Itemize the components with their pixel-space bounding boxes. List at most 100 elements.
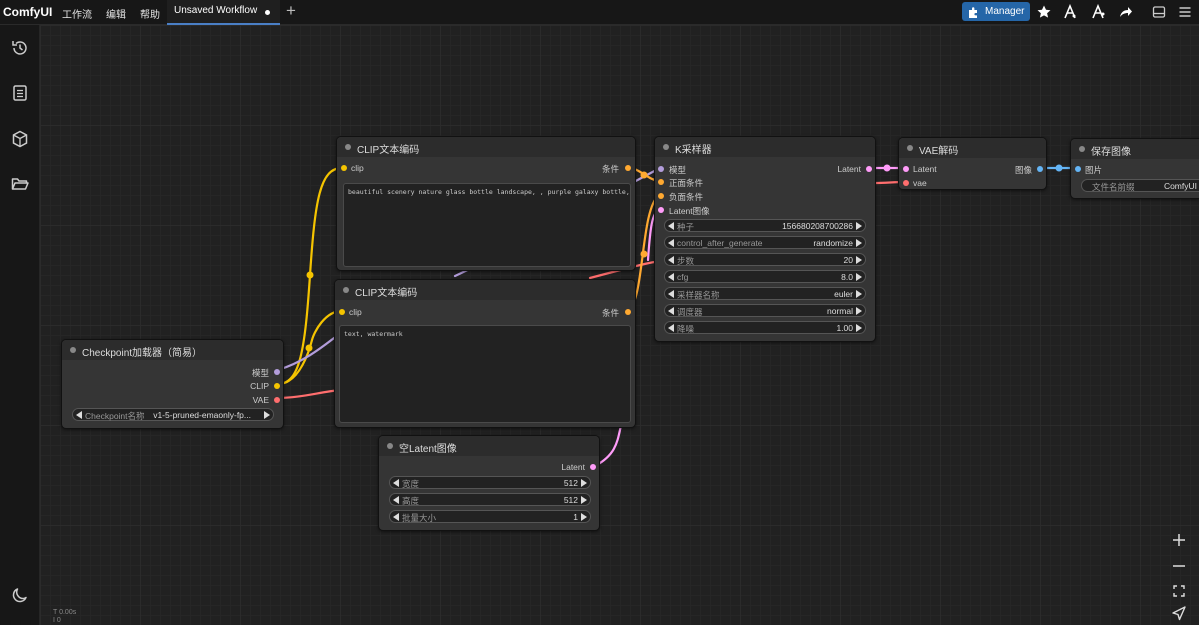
arrow-left-icon[interactable] [668,290,674,298]
input-label-latent: Latent [913,164,937,174]
share-arrow-icon[interactable] [1117,4,1133,20]
prompt-textarea[interactable]: beautiful scenery nature glass bottle la… [343,183,631,267]
star-icon[interactable] [1036,4,1052,20]
node-clip-text-encode-negative[interactable]: CLIP文本编码 clip 条件 text, watermark [334,279,636,428]
arrow-right-icon[interactable] [264,411,270,419]
input-pin-model[interactable] [658,166,664,172]
hamburger-menu-icon[interactable] [1177,4,1193,20]
user-account-icon[interactable] [1090,4,1106,20]
node-header[interactable]: K采样器 [655,137,875,157]
collapse-dot-icon[interactable] [663,144,669,150]
user-share-icon[interactable] [1062,4,1078,20]
node-header[interactable]: 空Latent图像 [379,436,599,456]
arrow-right-icon[interactable] [856,290,862,298]
theme-moon-icon[interactable] [10,585,30,605]
history-icon[interactable] [10,38,30,58]
input-pin-vae[interactable] [903,180,909,186]
output-pin-image[interactable] [1037,166,1043,172]
collapse-dot-icon[interactable] [345,144,351,150]
node-header[interactable]: CLIP文本编码 [335,280,635,300]
output-pin-model[interactable] [274,369,280,375]
input-pin-positive[interactable] [658,179,664,185]
arrow-left-icon[interactable] [393,513,399,521]
workflows-folder-icon[interactable] [10,174,30,194]
input-pin-latent[interactable] [903,166,909,172]
panel-toggle-icon[interactable] [1151,4,1167,20]
arrow-right-icon[interactable] [856,256,862,264]
node-header[interactable]: 保存图像 [1071,139,1199,159]
input-pin-latent[interactable] [658,207,664,213]
node-clip-text-encode-positive[interactable]: CLIP文本编码 clip 条件 beautiful scenery natur… [336,136,636,271]
input-pin-images[interactable] [1075,166,1081,172]
arrow-right-icon[interactable] [856,324,862,332]
arrow-left-icon[interactable] [76,411,82,419]
node-vae-decode[interactable]: VAE解码 Latent vae 图像 [898,137,1047,190]
arrow-left-icon[interactable] [393,479,399,487]
arrow-left-icon[interactable] [668,324,674,332]
arrow-left-icon[interactable] [668,307,674,315]
arrow-right-icon[interactable] [581,513,587,521]
arrow-right-icon[interactable] [856,273,862,281]
prompt-textarea[interactable]: text, watermark [339,325,631,423]
collapse-dot-icon[interactable] [343,287,349,293]
select-pointer-icon[interactable] [1166,603,1192,625]
input-pin-negative[interactable] [658,193,664,199]
arrow-right-icon[interactable] [856,239,862,247]
node-checkpoint-loader[interactable]: Checkpoint加载器（简易） 模型 CLIP VAE Checkpoint… [61,339,284,429]
manager-button[interactable]: Manager [962,2,1030,21]
arrow-right-icon[interactable] [581,496,587,504]
widget-label: 调度器 [677,307,703,317]
output-label-clip: CLIP [250,381,269,391]
output-pin-conditioning[interactable] [625,165,631,171]
collapse-dot-icon[interactable] [70,347,76,353]
node-header[interactable]: Checkpoint加载器（简易） [62,340,283,360]
zoom-out-icon[interactable] [1166,555,1192,577]
output-pin-latent[interactable] [866,166,872,172]
arrow-right-icon[interactable] [856,222,862,230]
queue-list-icon[interactable] [10,83,30,103]
arrow-left-icon[interactable] [668,239,674,247]
comfyui-logo[interactable]: ComfyUI [3,5,53,19]
output-pin-latent[interactable] [590,464,596,470]
menu-help[interactable]: 帮助 [140,10,160,21]
node-save-image[interactable]: 保存图像 图片 文件名前缀 ComfyUI [1070,138,1199,199]
collapse-dot-icon[interactable] [907,145,913,151]
menu-workflow[interactable]: 工作流 [62,10,92,21]
output-pin-clip[interactable] [274,383,280,389]
output-pin-vae[interactable] [274,397,280,403]
workflow-tab[interactable]: Unsaved Workflow [167,0,280,25]
widget-filename-prefix[interactable]: 文件名前缀 ComfyUI [1081,179,1199,192]
arrow-left-icon[interactable] [668,222,674,230]
fit-view-icon[interactable] [1166,580,1192,602]
arrow-left-icon[interactable] [668,273,674,281]
widget-value: 512 [563,495,578,505]
input-pin-clip[interactable] [339,309,345,315]
output-pin-conditioning[interactable] [625,309,631,315]
arrow-left-icon[interactable] [668,256,674,264]
checkpoint-name-combo[interactable]: Checkpoint名称 v1-5-pruned-emaonly-fp... [72,408,274,421]
collapse-dot-icon[interactable] [387,443,393,449]
menu-edit[interactable]: 编辑 [106,10,126,21]
arrow-left-icon[interactable] [393,496,399,504]
arrow-right-icon[interactable] [856,307,862,315]
zoom-in-icon[interactable] [1166,529,1192,551]
collapse-dot-icon[interactable] [1079,146,1085,152]
model-library-cube-icon[interactable] [10,129,30,149]
input-pin-clip[interactable] [341,165,347,171]
arrow-right-icon[interactable] [581,479,587,487]
node-header[interactable]: VAE解码 [899,138,1046,158]
node-header[interactable]: CLIP文本编码 [337,137,635,157]
new-tab-plus-icon[interactable]: + [286,1,296,20]
